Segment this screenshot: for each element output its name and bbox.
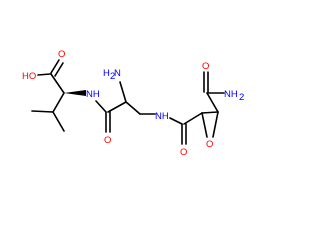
bond-amide3-c-epoxide-c1 [183, 112, 203, 125]
bond-amide1-c-calpha2 [107, 101, 127, 113]
bond-cbeta-cmethyl2 [52, 111, 65, 132]
bond-cooh-co-a [50, 59, 60, 74]
atom-label-hydroxyl: HO [22, 71, 36, 82]
atom-label-amide2-nh: NH [155, 111, 169, 122]
atom-label-carboxyl-oxygen: O [58, 49, 65, 60]
atom-label-epoxide-oxygen: O [206, 139, 213, 150]
molecule-structure: HO O NH H 2 N O NH O O NH 2 O [22, 49, 244, 158]
bond-nh-amide3-c [169, 117, 183, 125]
bond-epoxide-c2-o [212, 111, 219, 138]
bond-epoxide-c1-o [201, 112, 208, 138]
atom-label-amine-subscript: 2 [110, 71, 115, 82]
atom-label-valine-nh: NH [86, 89, 100, 100]
bond-calpha-cbeta [52, 92, 65, 113]
atom-label-amide3-oxygen: O [180, 147, 187, 158]
bond-cooh-co-b [54, 62, 64, 77]
atom-label-amide1-oxygen: O [104, 135, 111, 146]
atom-label-terminal-subscript: 2 [239, 92, 244, 103]
bond-calpha2-cbeta2 [125, 101, 141, 115]
atom-label-terminal-nh: NH [224, 89, 238, 100]
stereo-wedge-bond [64, 90, 86, 96]
bond-cooh-oh [37, 73, 51, 76]
atom-label-terminal-oxygen: O [202, 61, 209, 72]
bond-calpha2-nh2 [119, 81, 127, 103]
atom-label-amine-h: H [103, 68, 110, 79]
bond-nh-amide1-c [95, 100, 107, 113]
bond-cooh-calpha [50, 73, 65, 94]
bond-epoxide-c2-amide-c [206, 92, 219, 113]
atom-label-amine-n: N [114, 68, 121, 79]
bond-epoxide-c1-c2 [201, 111, 219, 114]
bond-cbeta-cmethyl1 [31, 110, 54, 113]
